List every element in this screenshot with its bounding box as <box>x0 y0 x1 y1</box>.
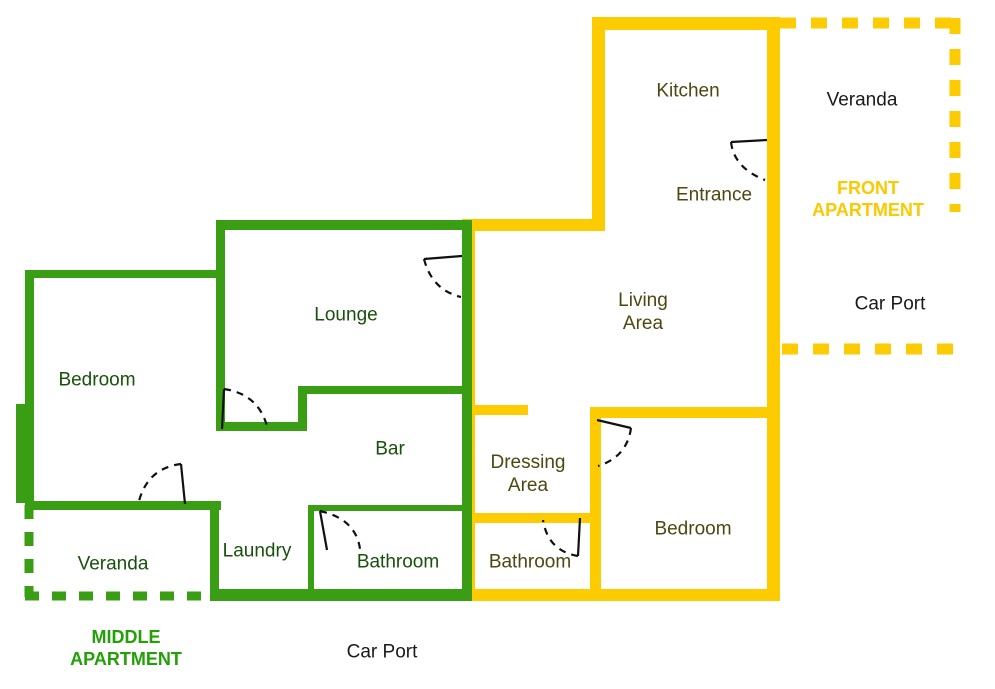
wall-front-bottom <box>466 589 780 601</box>
wall-living-top <box>462 219 605 231</box>
wall-middle-right-spine <box>462 220 472 601</box>
wall-front-right-spine <box>767 17 780 600</box>
middle-apartment-walls <box>16 220 472 601</box>
wall-front-kitchen-left <box>592 17 605 220</box>
wall-front-top <box>592 17 780 30</box>
wall-bedroom-window-jamb <box>16 404 34 503</box>
wall-lounge-left <box>216 220 225 430</box>
door-bathroom-front <box>541 517 582 558</box>
wall-laundry-left <box>210 501 219 600</box>
wall-veranda-middle-top <box>25 501 217 510</box>
wall-bedroom-middle-left <box>25 270 34 509</box>
wall-dressing-bathroom-divider <box>466 513 600 523</box>
wall-bedroom-front-left <box>590 407 601 601</box>
door-bedroom-front <box>596 418 633 468</box>
wall-bar-step-vertical <box>298 386 307 431</box>
door-lounge-east <box>422 254 463 299</box>
wall-bar-top <box>298 386 466 394</box>
wall-bedroom-front-top <box>590 407 774 418</box>
apartment-label-front: FRONT APARTMENT <box>812 178 924 220</box>
wall-dressing-stub <box>466 405 528 415</box>
door-entrance <box>729 138 768 182</box>
front-apartment-dashed-boundary <box>780 17 962 355</box>
wall-lounge-top <box>216 220 466 230</box>
door-bedroom-middle-south <box>137 462 187 505</box>
front-apartment-walls <box>462 17 780 601</box>
wall-bedroom-middle-top <box>25 270 221 278</box>
middle-apartment-dashed-boundary <box>24 505 214 601</box>
wall-lounge-bottom <box>216 422 306 431</box>
door-lounge-south <box>220 387 269 430</box>
wall-bathroom-middle-top <box>308 505 466 511</box>
apartment-label-middle: MIDDLE APARTMENT <box>70 627 182 669</box>
door-swings <box>137 138 768 558</box>
door-bathroom-middle <box>318 509 362 551</box>
wall-bathroom-middle-left <box>308 505 314 593</box>
wall-middle-bottom <box>210 589 466 601</box>
